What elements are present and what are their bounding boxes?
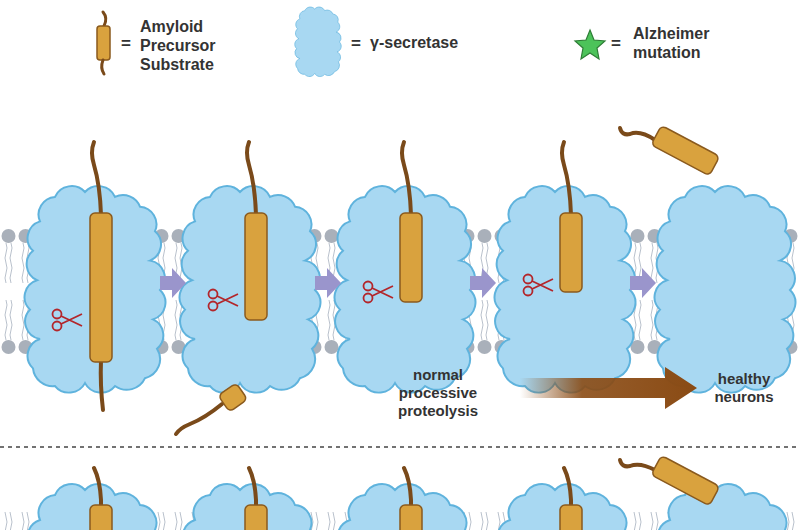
outcome-caption: healthy neurons — [698, 370, 790, 406]
legend-text: Alzheimer mutation — [633, 24, 743, 62]
equals-sign: = — [351, 34, 369, 54]
released-intracellular-fragment — [176, 383, 248, 434]
process-caption: normal processive proteolysis — [382, 366, 494, 420]
lower-panel-start — [0, 455, 800, 530]
legend-substrate-icon — [97, 12, 110, 74]
equals-sign: = — [611, 34, 629, 54]
gamma-secretase-row — [25, 186, 796, 392]
released-amyloid-fragment — [620, 125, 720, 175]
substrate-stages — [90, 142, 582, 410]
outcome-arrow — [520, 367, 697, 409]
equals-sign: = — [121, 34, 139, 54]
legend-mutation-star — [575, 30, 605, 59]
legend-text: γ-secretase — [370, 33, 500, 52]
legend-secretase-icon — [295, 7, 341, 77]
step-arrows — [160, 268, 656, 298]
legend-text: Amyloid Precursor Substrate — [140, 17, 240, 75]
panel-divider — [0, 446, 800, 447]
